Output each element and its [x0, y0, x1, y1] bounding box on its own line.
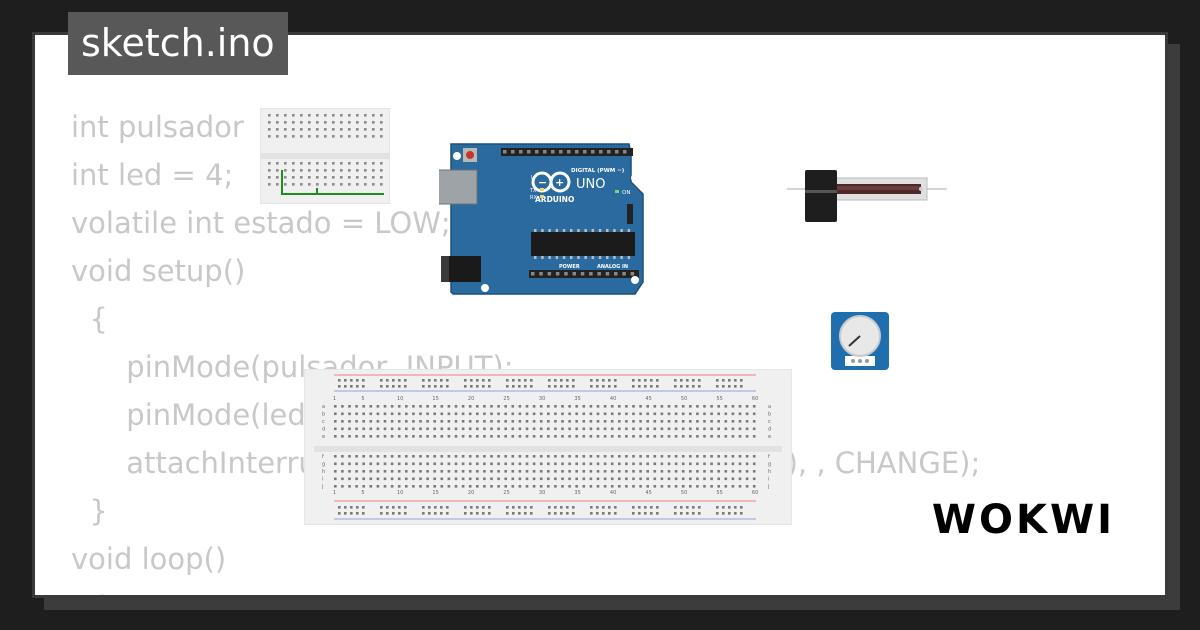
power-label: POWER [559, 264, 580, 270]
breadboard-column-number: 50 [681, 490, 687, 496]
breadboard-row-letter: e [768, 434, 771, 440]
breadboard-full[interactable]: 1155101015152020252530303535404045455050… [304, 369, 792, 525]
breadboard-column-number: 25 [503, 396, 509, 402]
breadboard-column-number: 30 [539, 490, 545, 496]
breadboard-column-number: 20 [468, 490, 474, 496]
breadboard-column-number: 50 [681, 396, 687, 402]
mini-breadboard[interactable] [260, 108, 390, 204]
breadboard-row-letter: g [768, 462, 771, 468]
breadboard-row-letter: d [768, 427, 771, 433]
breadboard-row-letter: f [768, 454, 770, 460]
breadboard-column-number: 45 [645, 490, 651, 496]
analog-in-label: ANALOG IN [597, 264, 628, 270]
breadboard-row-letter: b [768, 412, 771, 418]
breadboard-row-letter: i [768, 477, 769, 483]
breadboard-column-number: 20 [468, 396, 474, 402]
on-label: ON [622, 190, 630, 196]
code-line: int led = 4; [71, 158, 234, 192]
breadboard-column-number: 35 [574, 490, 580, 496]
breadboard-column-number: 25 [503, 490, 509, 496]
breadboard-column-number: 15 [432, 490, 438, 496]
breadboard-column-number: 40 [610, 490, 616, 496]
breadboard-row-letter: a [768, 404, 771, 410]
breadboard-column-number: 55 [716, 490, 722, 496]
breadboard-row-letter: c [768, 419, 771, 425]
breadboard-column-number: 10 [397, 396, 403, 402]
wokwi-logo[interactable]: WOKWI [931, 497, 1115, 543]
breadboard-column-number: 10 [397, 490, 403, 496]
breadboard-column-number: 55 [716, 396, 722, 402]
arduino-uno-board[interactable]: − + UNO ARDUINO DIGITAL (PWM ~) POWER AN… [439, 142, 645, 298]
breadboard-row-letter: e [322, 434, 325, 440]
code-line: { [71, 583, 980, 595]
breadboard-row-letter: h [768, 469, 771, 475]
rx-label: RX [530, 195, 537, 201]
breadboard-column-number: 30 [539, 396, 545, 402]
breadboard-row-letter: j [321, 484, 323, 490]
breadboard-row-letter: i [322, 477, 323, 483]
project-preview-card[interactable]: int pulsador int led = 4; volatile int est… [32, 32, 1168, 598]
breadboard-column-number: 15 [432, 396, 438, 402]
breadboard-row-letter: g [322, 462, 325, 468]
sketch-filename: sketch.ino [68, 12, 288, 75]
breadboard-row-letter: c [322, 419, 325, 425]
code-background: int pulsador int led = 4; volatile int est… [71, 103, 980, 595]
code-line: volatile int estado = LOW; [71, 206, 451, 240]
breadboard-column-number: 1 [333, 490, 336, 496]
svg-text:+: + [555, 176, 564, 189]
breadboard-column-number: 1 [333, 396, 336, 402]
breadboard-row-letter: d [322, 427, 325, 433]
svg-text:−: − [538, 176, 547, 189]
slide-potentiometer[interactable] [787, 168, 947, 228]
code-line: { [71, 302, 108, 336]
l-label: L [531, 175, 534, 181]
breadboard-row-letter: f [322, 454, 324, 460]
breadboard-row-letter: j [767, 484, 769, 490]
breadboard-column-number: 60 [752, 396, 758, 402]
arduino-brand-label: ARDUINO [535, 195, 574, 204]
breadboard-row-letter: b [322, 412, 325, 418]
breadboard-column-number: 40 [610, 396, 616, 402]
breadboard-column-number: 5 [361, 396, 364, 402]
breadboard-column-number: 35 [574, 396, 580, 402]
breadboard-row-letter: a [322, 404, 325, 410]
arduino-model-label: UNO [576, 177, 605, 192]
tx-label: TX [529, 188, 537, 194]
code-line: void setup() [71, 254, 246, 288]
breadboard-row-letter: h [322, 469, 325, 475]
breadboard-column-number: 5 [361, 490, 364, 496]
digital-pwm-label: DIGITAL (PWM ~) [571, 168, 625, 174]
breadboard-column-number: 45 [645, 396, 651, 402]
code-line: } [71, 494, 108, 528]
breadboard-column-number: 60 [752, 490, 758, 496]
code-line: int pulsador [71, 110, 244, 144]
code-line: void loop() [71, 542, 227, 576]
rotary-potentiometer[interactable] [831, 312, 889, 370]
